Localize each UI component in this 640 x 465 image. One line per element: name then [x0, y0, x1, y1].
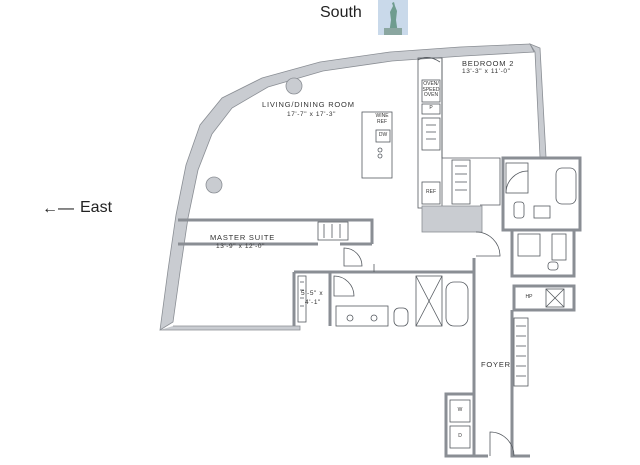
- foyer-walls: [472, 258, 530, 458]
- column: [205, 176, 223, 194]
- master-suite-walls: [178, 218, 374, 246]
- bathroom-2: [501, 156, 582, 232]
- statue-of-liberty-icon: [378, 0, 408, 35]
- column: [285, 77, 303, 95]
- exterior-curved-wall: [159, 43, 535, 331]
- closet-dims-line1: 5'-5" x: [301, 290, 324, 297]
- laundry: [444, 392, 476, 458]
- room-foyer-name: FOYER: [481, 360, 511, 369]
- left-arrow-icon: ←—: [42, 200, 74, 217]
- room-living-dining-dims: 17'-7" x 17'-3": [287, 111, 336, 118]
- appliance-pantry: P: [429, 105, 433, 111]
- appliance-dryer: D: [458, 433, 462, 439]
- appliance-dishwasher: DW: [378, 132, 388, 138]
- living-bottom-wall: [160, 325, 301, 331]
- room-bedroom-2-dims: 13'-3" x 11'-0": [462, 68, 511, 75]
- room-master-suite-dims: 13'-9" x 12'-0": [216, 243, 265, 250]
- appliance-washer: W: [457, 407, 463, 413]
- closet-dims-line2: 4'-1": [305, 299, 321, 306]
- appliance-heat-pump: HP: [525, 294, 533, 300]
- powder-room: [510, 228, 576, 278]
- kitchen-island: [361, 111, 393, 179]
- appliance-refrigerator: REF: [426, 189, 436, 195]
- room-living-dining-name: LIVING/DINING ROOM: [262, 100, 355, 109]
- room-bedroom-2-name: BEDROOM 2: [462, 59, 515, 68]
- bedroom-exterior-wall: [529, 43, 547, 158]
- compass-south-label: South: [320, 4, 362, 21]
- room-master-suite-name: MASTER SUITE: [210, 233, 276, 242]
- hp-closet: [512, 284, 576, 312]
- compass-east-label: East: [80, 199, 113, 216]
